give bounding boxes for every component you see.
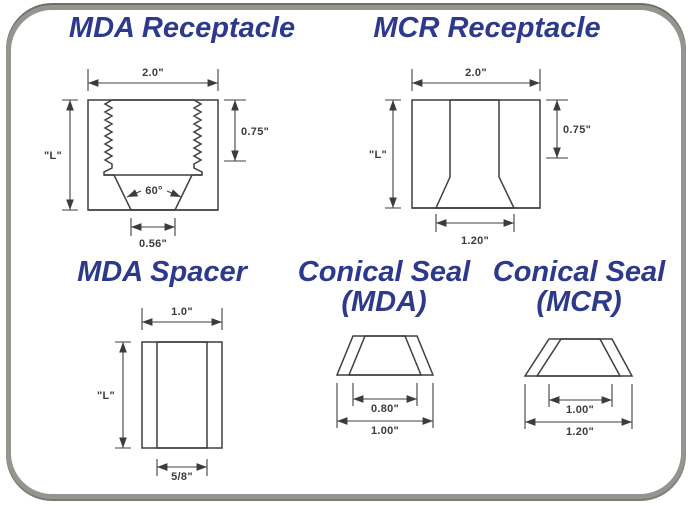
conical-seal-mcr-drawing: 1.00" 1.20" [523, 338, 634, 438]
opening-dimension-label: 1.20" [461, 235, 489, 247]
top-diameter-label: 1.00" [566, 404, 594, 416]
conical-seal-mda-title-line2: (MDA) [341, 286, 427, 318]
spacer-body-section [141, 341, 223, 449]
mcr-receptacle-drawing: 2.0" "L" 0.75" 1.20" [369, 67, 591, 247]
conical-seal-mda-title-line1: Conical Seal [297, 256, 471, 288]
conical-seal-mcr-title: Conical Seal (MCR) [479, 257, 679, 317]
top-diameter-label: 0.80" [371, 403, 399, 415]
cone-angle-label: 60° [145, 185, 163, 197]
spacer-bore-section [156, 341, 208, 449]
receptacle-body-section [411, 99, 541, 209]
width-dimension-label: 2.0" [465, 67, 487, 79]
mda-receptacle-title: MDA Receptacle [68, 12, 296, 44]
height-dimension-label: "L" [44, 150, 62, 162]
opening-dimension-label: 0.56" [139, 238, 167, 250]
seal-bore-section [347, 335, 423, 376]
width-dimension-label: 2.0" [142, 67, 164, 79]
bore-depth-label: 0.75" [563, 124, 591, 136]
height-dimension-label: "L" [97, 390, 115, 402]
cone-angle-leader-right [166, 189, 182, 198]
height-dimension-label: "L" [369, 149, 387, 161]
mda-receptacle-drawing: 2.0" 60° "L" 0.75" 0.56" [44, 67, 269, 250]
cone-angle-leader-left [126, 189, 142, 198]
thread-depth-label: 0.75" [241, 126, 269, 138]
conical-seal-mda-title: Conical Seal (MDA) [284, 257, 484, 317]
mda-spacer-drawing: 1.0" "L" 5/8" [97, 306, 223, 483]
mcr-receptacle-title: MCR Receptacle [373, 12, 601, 44]
base-diameter-label: 1.20" [566, 426, 594, 438]
bore-dimension-label: 5/8" [171, 471, 193, 483]
conical-seal-mda-drawing: 0.80" 1.00" [335, 335, 435, 437]
seal-bore-section [535, 338, 622, 377]
conical-seal-mcr-title-line2: (MCR) [536, 286, 622, 318]
mda-spacer-title: MDA Spacer [77, 256, 247, 288]
tapered-bore-section [434, 99, 516, 209]
width-dimension-label: 1.0" [171, 306, 193, 318]
base-diameter-label: 1.00" [371, 425, 399, 437]
conical-seal-mcr-title-line1: Conical Seal [492, 256, 666, 288]
